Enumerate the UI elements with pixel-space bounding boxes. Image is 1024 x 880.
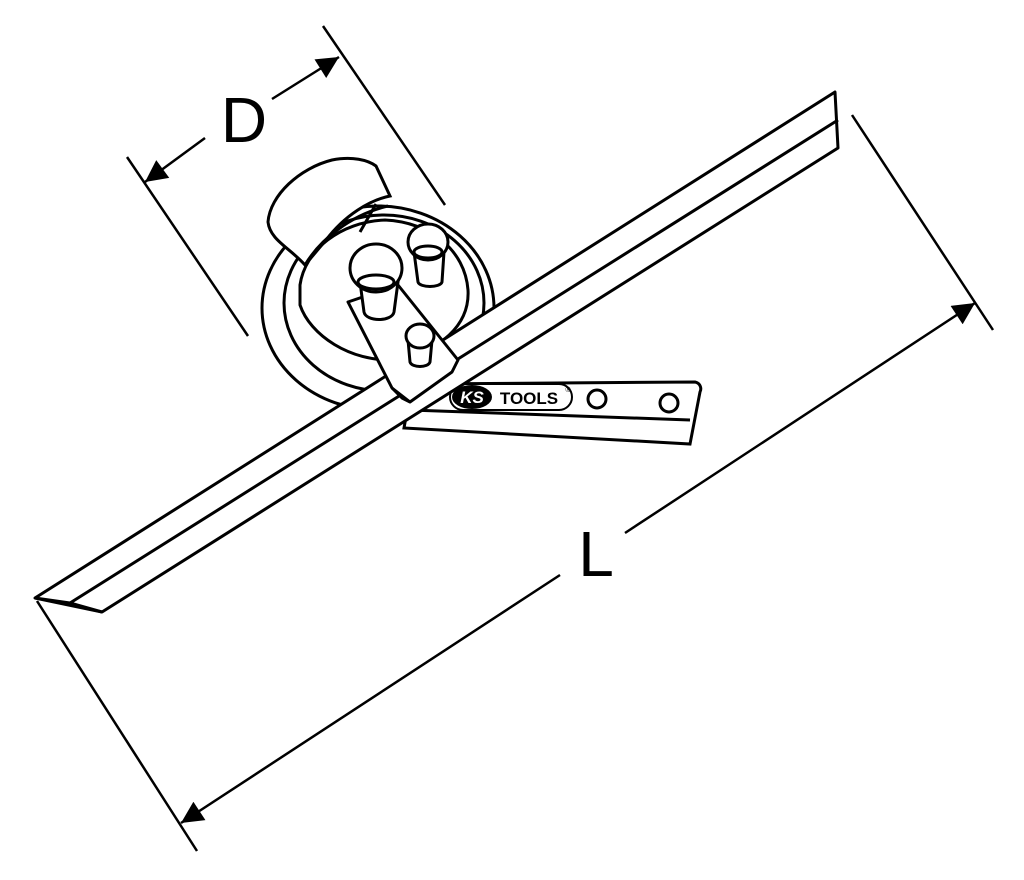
blade-hole-right <box>658 392 680 414</box>
logo-registered-mark: ® <box>565 386 571 394</box>
dimension-d <box>125 25 447 337</box>
ruler-top-edge <box>69 601 103 614</box>
extension-line-d-right <box>321 25 447 206</box>
protractor-top-cap <box>266 156 393 268</box>
dimension-label-d: D <box>221 84 267 156</box>
locking-knobs <box>348 222 450 368</box>
dimension-line-d-right <box>271 55 340 101</box>
dimension-line-l-right <box>624 301 976 535</box>
ks-tools-logo: KS TOOLS ® <box>449 383 573 411</box>
dimension-line-l-left <box>180 573 561 825</box>
knob-small <box>404 322 436 368</box>
clamp-plate-edge <box>390 386 411 404</box>
swing-blade-edge <box>409 408 691 422</box>
logo-text-tools: TOOLS <box>500 389 558 408</box>
dimension-l <box>35 114 995 852</box>
extension-line-d-left <box>125 156 250 337</box>
dimension-line-d-left <box>144 136 206 184</box>
knob-large <box>348 242 404 321</box>
knob-right <box>406 222 450 288</box>
extension-line-l-right <box>850 114 995 331</box>
extension-line-l-left <box>35 600 199 852</box>
protractor-top-cap-inner <box>303 203 389 266</box>
logo-text-ks: KS <box>460 388 484 407</box>
dimension-label-l: L <box>578 518 614 590</box>
blade-hole-left <box>586 388 608 410</box>
